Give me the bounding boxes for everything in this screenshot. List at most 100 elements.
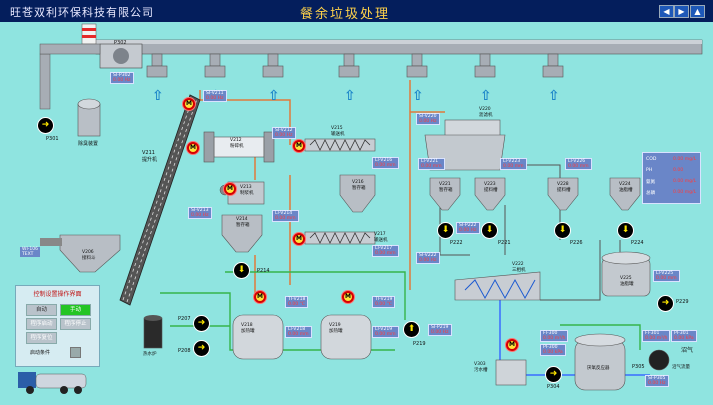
control-panel-title: 控制设置操作界面 xyxy=(33,291,82,298)
prev-page-button[interactable]: ◀ xyxy=(659,5,674,18)
pump-p229-label: P229 xyxy=(676,299,689,305)
motor-v217[interactable]: M xyxy=(292,232,306,246)
tank-v224 xyxy=(609,177,641,211)
bucket-elevator-v211 xyxy=(119,94,201,306)
motor-v303[interactable]: M xyxy=(505,338,519,352)
duct-hoods xyxy=(146,53,564,78)
duct-elbow xyxy=(39,43,101,55)
anaerobic-label: 厌氧反应器 xyxy=(587,366,610,371)
pump-p208-label: P208 xyxy=(178,348,191,354)
pump-p229[interactable]: ➜ xyxy=(657,295,674,312)
program-reset-button[interactable]: 程序复位 xyxy=(26,332,57,344)
next-page-button[interactable]: ▶ xyxy=(674,5,689,18)
truck xyxy=(18,372,87,394)
pump-p222[interactable]: ⬇ xyxy=(437,222,454,239)
program-start-button[interactable]: 程序启动 xyxy=(26,318,57,330)
exhaust-stack xyxy=(81,23,97,45)
pump-p207-label: P207 xyxy=(178,316,191,322)
header-bar: 旺苍双利环保科技有限公司 餐余垃圾处理 ◀ ▶ ▲ xyxy=(0,0,713,22)
tank-v221 xyxy=(429,177,461,211)
tank-v214 xyxy=(221,214,263,253)
deodorizer-label: 除臭装置 xyxy=(78,141,99,147)
control-panel: 控制设置操作界面 自动 手动 程序启动 程序停止 程序复位 启动条件 xyxy=(15,285,100,367)
pump-p226[interactable]: ⬇ xyxy=(554,222,571,239)
heating-tank-v218 xyxy=(232,314,284,360)
air-intake-arrow: ⇧ xyxy=(268,88,280,104)
pump-p208[interactable]: ➜ xyxy=(193,340,210,357)
pump-p219-label: P219 xyxy=(413,341,426,347)
pump-p304-label: P304 xyxy=(547,384,560,390)
motor-v213[interactable]: M xyxy=(223,182,237,196)
hopper-v206 xyxy=(59,234,121,273)
company-name: 旺苍双利环保科技有限公司 xyxy=(10,6,154,19)
motor-v218[interactable]: M xyxy=(253,290,267,304)
motor-v219[interactable]: M xyxy=(341,290,355,304)
motor-v211[interactable]: M xyxy=(182,97,196,111)
pump-p222-label: P222 xyxy=(450,240,463,246)
pump-p224-label: P224 xyxy=(631,240,644,246)
page-title: 餐余垃圾处理 xyxy=(300,7,391,22)
heating-tank-v219 xyxy=(320,314,372,360)
pump-p221[interactable]: ⬇ xyxy=(481,222,498,239)
home-page-button[interactable]: ▲ xyxy=(690,5,705,18)
air-duct-highlight xyxy=(96,40,702,44)
manual-mode-button[interactable]: 手动 xyxy=(60,304,91,316)
pump-p304[interactable]: ➜ xyxy=(545,366,562,383)
stack-stripe xyxy=(82,28,96,31)
biogas-flow-label: 沼气流量 xyxy=(672,365,690,370)
hopper-chute xyxy=(40,238,62,246)
tricanter-v222 xyxy=(454,271,541,301)
motor-v215[interactable]: M xyxy=(292,139,306,153)
tank-v223 xyxy=(474,177,506,211)
pump-p207[interactable]: ➜ xyxy=(193,315,210,332)
pump-p214[interactable]: ⬇ xyxy=(233,262,250,279)
pump-p224[interactable]: ⬇ xyxy=(617,222,634,239)
motor-v212[interactable]: M xyxy=(186,141,200,155)
fan-wheel xyxy=(113,48,129,64)
pump-p219[interactable]: ⬆ xyxy=(403,321,420,338)
tank-v216 xyxy=(339,174,376,213)
auto-mode-button[interactable]: 自动 xyxy=(26,304,57,316)
boiler-label: 热水炉 xyxy=(143,352,157,357)
pump-p226-label: P226 xyxy=(570,240,583,246)
sewage-tank-v303 xyxy=(495,359,527,386)
pump-p305-label: P305 xyxy=(632,364,645,370)
start-condition-label: 启动条件 xyxy=(30,350,51,356)
pump-p301[interactable]: ➜ xyxy=(37,117,54,134)
duct-down xyxy=(39,53,51,110)
pump-p221-label: P221 xyxy=(498,240,511,246)
program-stop-button[interactable]: 程序停止 xyxy=(60,318,91,330)
boiler xyxy=(143,317,163,349)
